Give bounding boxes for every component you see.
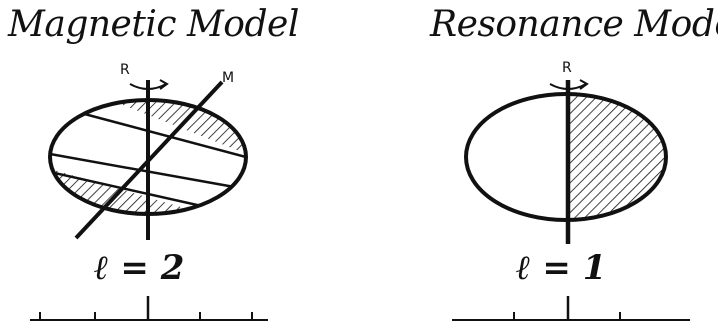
hatched-band-bottom bbox=[50, 160, 246, 214]
resonance-model-title: Resonance Model bbox=[430, 4, 718, 45]
magnetic-star bbox=[0, 30, 320, 216]
magnetic-model-title: Magnetic Model bbox=[8, 4, 299, 45]
magnetic-axis-label: M bbox=[222, 70, 235, 86]
band-edge-1 bbox=[61, 106, 246, 159]
rotation-arrowhead-left bbox=[159, 79, 169, 90]
hatched-band-upper bbox=[0, 30, 320, 160]
rotation-arrow-left bbox=[129, 83, 167, 90]
rotation-axis-label-left: R bbox=[120, 62, 130, 78]
band-edge-2 bbox=[50, 152, 241, 190]
magnetic-axis bbox=[74, 80, 224, 240]
degree-label-right: ℓ = 1 bbox=[516, 248, 607, 288]
resonance-star bbox=[464, 92, 668, 222]
rotation-arrowhead-right bbox=[579, 79, 589, 90]
rotation-arrow-right bbox=[549, 83, 587, 90]
band-edge-3 bbox=[50, 170, 216, 211]
degree-label-left: ℓ = 2 bbox=[94, 248, 185, 288]
rotation-axis-label-right: R bbox=[562, 60, 572, 76]
